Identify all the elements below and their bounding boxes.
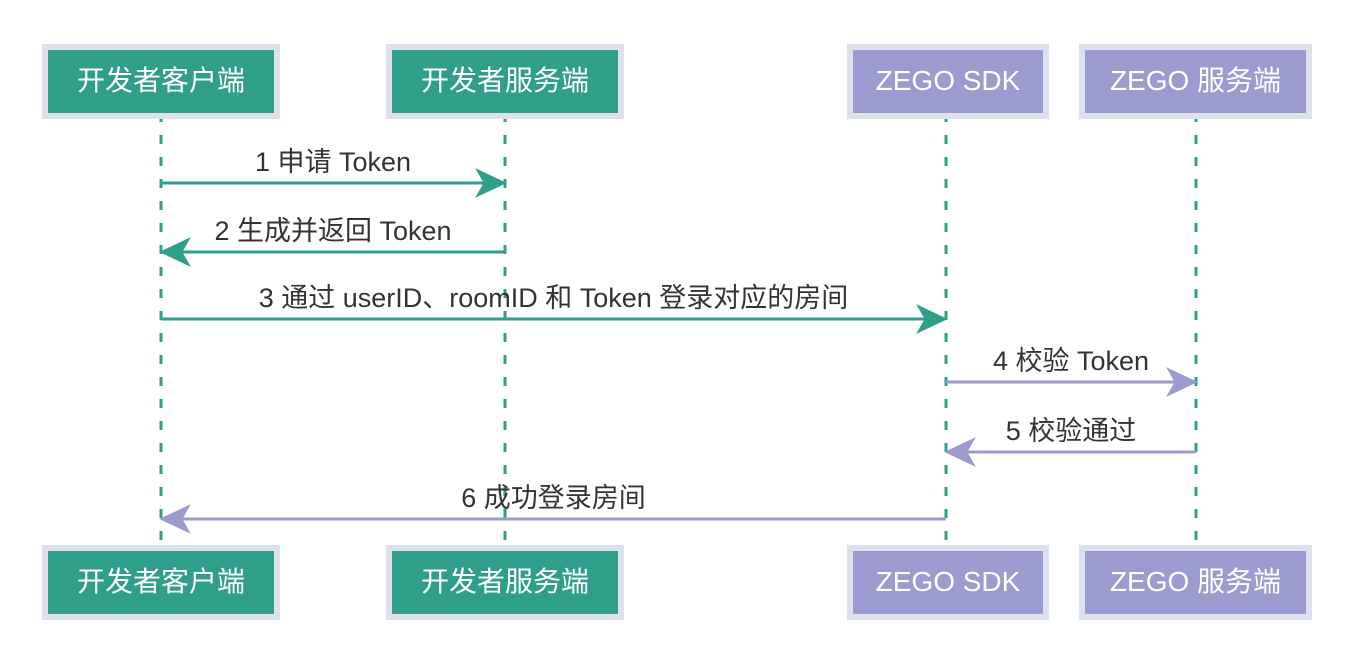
participant-label: 开发者服务端 (421, 566, 589, 597)
message-1[interactable]: 1 申请 Token (161, 147, 507, 198)
participant-box-fill (392, 50, 618, 113)
participant-label: 开发者客户端 (77, 65, 245, 96)
participant-label: ZEGO SDK (876, 65, 1021, 96)
participant-dev-server-bottom[interactable]: 开发者服务端 (386, 545, 624, 620)
participant-label: ZEGO 服务端 (1110, 65, 1281, 96)
message-label: 5 校验通过 (1006, 416, 1137, 446)
message-6[interactable]: 6 成功登录房间 (159, 483, 946, 534)
participant-zego-server-bottom[interactable]: ZEGO 服务端 (1079, 545, 1312, 620)
participant-dev-client-top[interactable]: 开发者客户端 (42, 44, 280, 119)
messages-layer: 1 申请 Token 2 生成并返回 Token 3 通过 userID、roomI… (159, 147, 1198, 534)
participant-label: ZEGO SDK (876, 566, 1021, 597)
message-2[interactable]: 2 生成并返回 Token (159, 216, 505, 267)
message-5[interactable]: 5 校验通过 (944, 416, 1196, 467)
message-label: 4 校验 Token (993, 346, 1149, 376)
participant-box-fill (1085, 50, 1306, 113)
participant-box-fill (392, 551, 618, 614)
participant-label: ZEGO 服务端 (1110, 566, 1281, 597)
participant-zego-server-top[interactable]: ZEGO 服务端 (1079, 44, 1312, 119)
message-label: 1 申请 Token (255, 147, 411, 177)
message-label: 6 成功登录房间 (461, 483, 646, 513)
participant-zego-sdk-top[interactable]: ZEGO SDK (847, 44, 1049, 119)
participant-box-fill (853, 50, 1043, 113)
participant-label: 开发者服务端 (421, 65, 589, 96)
participant-dev-client-bottom[interactable]: 开发者客户端 (42, 545, 280, 620)
participant-box-fill (48, 551, 274, 614)
participant-dev-server-top[interactable]: 开发者服务端 (386, 44, 624, 119)
bottom-participant-boxes: 开发者客户端 开发者服务端 ZEGO SDK ZEGO 服务端 (42, 545, 1312, 620)
participant-box-fill (48, 50, 274, 113)
participant-box-fill (1085, 551, 1306, 614)
message-label: 3 通过 userID、roomID 和 Token 登录对应的房间 (259, 283, 849, 313)
participant-zego-sdk-bottom[interactable]: ZEGO SDK (847, 545, 1049, 620)
participant-label: 开发者客户端 (77, 566, 245, 597)
participant-box-fill (853, 551, 1043, 614)
message-4[interactable]: 4 校验 Token (946, 346, 1198, 397)
message-label: 2 生成并返回 Token (214, 216, 451, 246)
message-3[interactable]: 3 通过 userID、roomID 和 Token 登录对应的房间 (161, 283, 948, 334)
top-participant-boxes: 开发者客户端 开发者服务端 ZEGO SDK ZEGO 服务端 (42, 44, 1312, 119)
lifelines-layer (159, 113, 1198, 551)
